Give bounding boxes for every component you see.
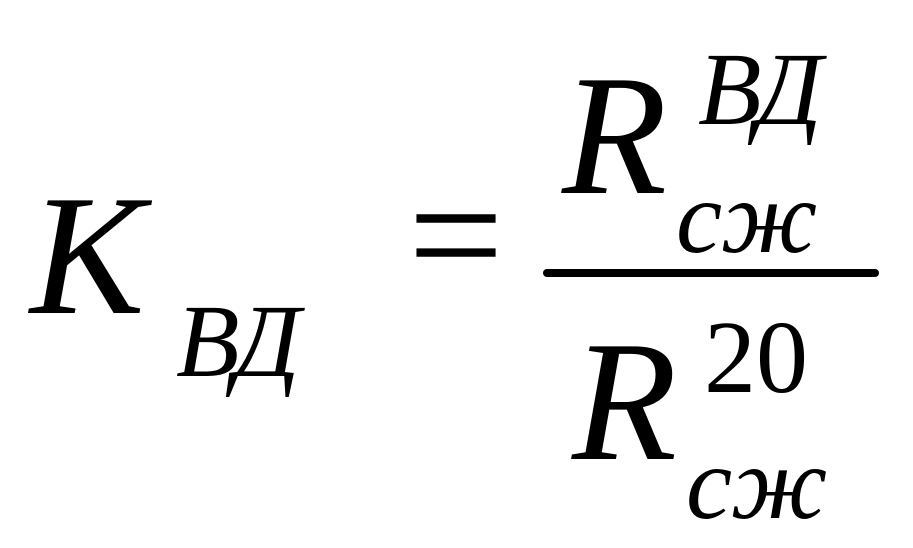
denominator-superscript: 20 xyxy=(704,300,808,415)
equals-sign: = xyxy=(408,141,504,329)
numerator-subscript: сж xyxy=(676,160,818,275)
numerator-symbol: R xyxy=(562,41,668,231)
denominator-subscript: сж xyxy=(686,426,828,541)
denominator-symbol: R xyxy=(572,307,678,497)
fraction-bar xyxy=(543,269,879,277)
lhs-subscript: ВД xyxy=(176,284,301,399)
lhs-symbol: K xyxy=(30,161,145,351)
numerator-superscript: ВД xyxy=(698,32,823,147)
